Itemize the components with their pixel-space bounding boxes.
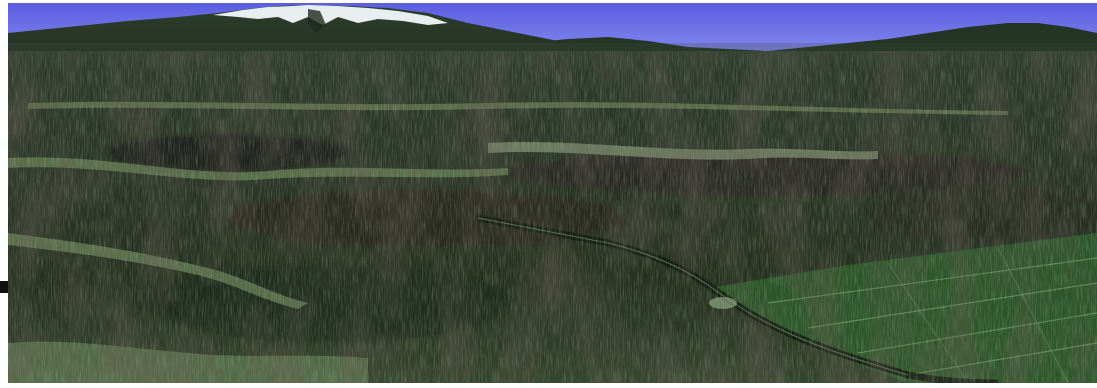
terrain-canvas[interactable] xyxy=(8,3,1097,383)
edge-marker xyxy=(0,281,8,293)
snow-cap xyxy=(213,5,448,25)
snow-shadow xyxy=(308,9,326,33)
volcano xyxy=(8,5,668,63)
terrain-3d-view[interactable] xyxy=(8,3,1097,383)
